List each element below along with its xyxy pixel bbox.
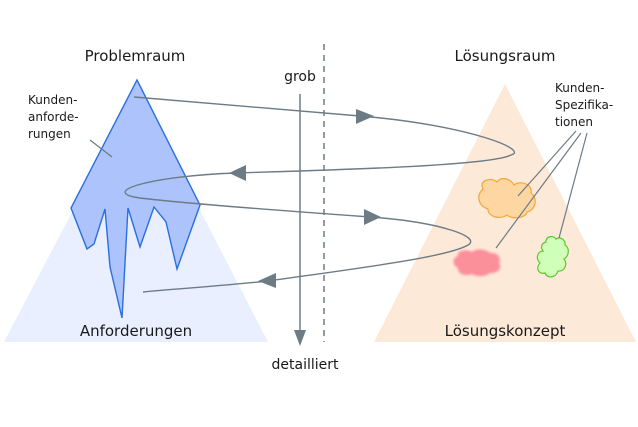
callout-line-spec-1 — [517, 130, 577, 197]
customer-requirements-shape — [70, 78, 201, 319]
green-blob — [536, 236, 569, 278]
problem-space-bottom-label: Anforderungen — [80, 322, 192, 340]
requirements-callout-line-3: rungen — [28, 127, 71, 141]
callout-line-spec-3 — [558, 132, 588, 239]
axis-bottom-label: detailliert — [272, 357, 339, 373]
red-blob — [453, 249, 501, 277]
requirements-callout-line-1: Kunden- — [28, 93, 77, 107]
solution-space-bottom-label: Lösungskonzept — [445, 322, 566, 340]
requirements-callout-line-2: anforde- — [28, 110, 79, 124]
spec-callout-line-2: Spezifika- — [555, 98, 613, 112]
solution-space-title: Lösungsraum — [455, 47, 556, 65]
path-arrowhead-3 — [364, 209, 381, 225]
iteration-path — [124, 96, 515, 293]
callout-line-requirements — [89, 139, 113, 158]
spec-callout-line-1: Kunden- — [555, 81, 604, 95]
path-arrowhead-2 — [229, 165, 246, 181]
path-arrowhead-1 — [356, 109, 374, 124]
axis-arrowhead — [294, 330, 306, 346]
path-arrowhead-4 — [258, 273, 276, 288]
axis-top-label: grob — [284, 69, 316, 85]
spec-callout-line-3: tionen — [555, 115, 593, 129]
problem-space-title: Problemraum — [85, 47, 186, 65]
callout-line-spec-2 — [495, 132, 582, 249]
orange-blob — [478, 177, 536, 219]
